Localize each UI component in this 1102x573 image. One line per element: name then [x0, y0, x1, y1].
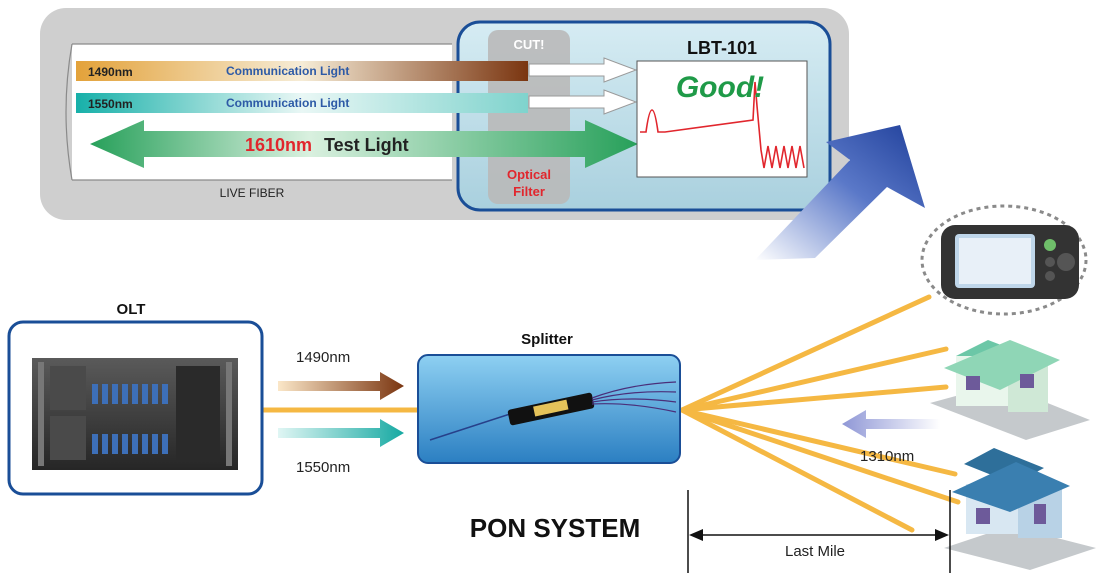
- otdr-trace: [640, 81, 805, 169]
- olt-rack-image: [32, 358, 238, 470]
- system-title: PON SYSTEM: [470, 513, 640, 543]
- label-1490: 1490nm: [296, 349, 350, 366]
- fiber-caption: LIVE FIBER: [220, 186, 285, 200]
- status-text: Good!: [676, 71, 764, 104]
- distribution-fibers: [259, 294, 961, 533]
- label-1310: 1310nm: [860, 448, 914, 465]
- beam-1550-text: Communication Light: [226, 96, 349, 110]
- last-mile-label: Last Mile: [785, 543, 845, 560]
- last-mile-dimension: [687, 490, 951, 573]
- arrow-1550: [278, 419, 404, 447]
- filter-label-line1: Optical: [507, 167, 551, 182]
- beam-1490-wavelength: 1490nm: [88, 65, 133, 79]
- house-blue: [944, 448, 1096, 570]
- big-blue-arrow: [755, 125, 925, 260]
- beam-1490: 1490nm Communication Light: [76, 61, 528, 81]
- arrow-1490: [278, 372, 404, 400]
- lbt-handheld-device: [920, 204, 1088, 316]
- device-title: LBT-101: [687, 38, 757, 58]
- arrow-1310: [842, 410, 940, 438]
- house-green: [930, 340, 1090, 440]
- test-light-wavelength: 1610nm: [245, 135, 312, 155]
- beam-1550: 1550nm Communication Light: [76, 93, 528, 113]
- cut-arrow-upper: [528, 57, 638, 83]
- test-light-text: Test Light: [324, 135, 409, 155]
- splitter-device: [429, 381, 677, 441]
- olt-label: OLT: [117, 301, 146, 318]
- test-light-double-arrow: [90, 120, 638, 168]
- cut-label: CUT!: [513, 37, 544, 52]
- filter-label-line2: Filter: [513, 184, 545, 199]
- beam-1550-wavelength: 1550nm: [88, 97, 133, 111]
- splitter-label: Splitter: [521, 331, 573, 348]
- cut-arrow-lower: [528, 89, 638, 115]
- beam-1490-text: Communication Light: [226, 64, 349, 78]
- label-1550: 1550nm: [296, 459, 350, 476]
